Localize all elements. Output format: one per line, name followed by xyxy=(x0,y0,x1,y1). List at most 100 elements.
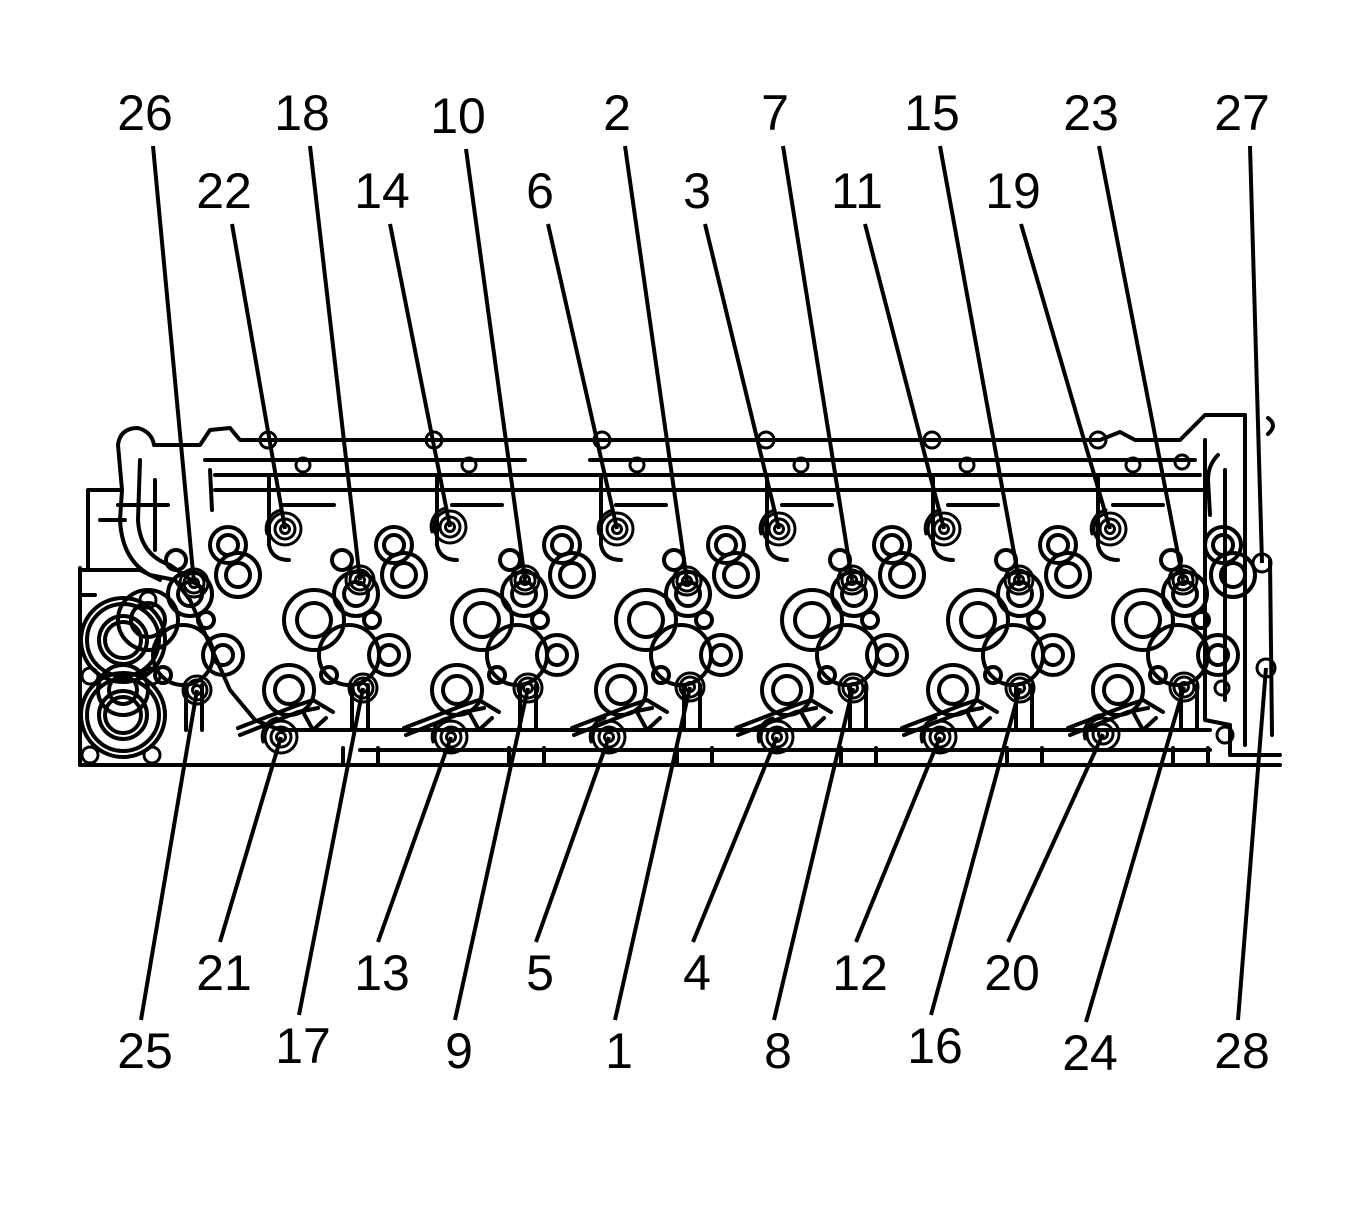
exhaust-port-ring xyxy=(760,663,814,717)
bolt-washer xyxy=(263,719,299,755)
bolt-center xyxy=(357,682,369,694)
deck-rib xyxy=(839,746,878,767)
bolt-washer xyxy=(1003,564,1035,596)
port-divider xyxy=(765,473,789,562)
leader-line-11 xyxy=(863,223,946,530)
bolt xyxy=(429,506,468,545)
bolt-head xyxy=(1171,568,1195,592)
sequence-label-19: 19 xyxy=(985,163,1041,219)
deck-rib xyxy=(1005,746,1044,767)
coolant-passage xyxy=(367,633,411,677)
edge-bolt xyxy=(1251,552,1273,574)
valve-bore xyxy=(1054,561,1082,589)
valve-bore xyxy=(558,561,586,589)
intake-port xyxy=(627,601,665,639)
deck-rib xyxy=(341,746,380,767)
pulley-outer xyxy=(79,596,167,684)
sequence-label-5: 5 xyxy=(526,945,554,1001)
bolt xyxy=(181,674,213,706)
bolt-center xyxy=(354,574,366,586)
bolt-head xyxy=(840,568,864,592)
bolt-head xyxy=(185,678,209,702)
small-hole xyxy=(362,610,382,630)
intake-port xyxy=(959,601,997,639)
exhaust-port-ring xyxy=(1091,663,1145,717)
flange-hole xyxy=(958,456,976,474)
bolt-arc xyxy=(596,508,615,536)
cam-bore xyxy=(542,525,582,565)
sequence-label-28: 28 xyxy=(1214,1023,1270,1079)
coolant-passage-inner xyxy=(875,643,899,667)
exhaust-port-ring xyxy=(926,663,980,717)
coolant-passage xyxy=(699,633,743,677)
sequence-label-15: 15 xyxy=(904,85,960,141)
bolt xyxy=(923,508,962,547)
port-divider xyxy=(267,473,291,562)
bolt-center xyxy=(275,731,287,743)
bolt-center xyxy=(445,731,457,743)
bolt-washer xyxy=(1168,671,1200,703)
bolt-washer xyxy=(759,719,795,755)
bolt-arc xyxy=(758,508,777,536)
bolt xyxy=(509,564,541,596)
port-divider xyxy=(599,473,623,562)
bolt-washer xyxy=(181,674,213,706)
sequence-label-13: 13 xyxy=(354,945,410,1001)
coolant-passage-inner xyxy=(211,643,235,667)
coolant-passage xyxy=(535,633,579,677)
bolt-washer xyxy=(178,567,210,599)
coolant-passage-inner xyxy=(1041,643,1065,667)
oil-hole xyxy=(498,548,522,572)
bolt-head xyxy=(182,571,206,595)
bolt-head xyxy=(767,517,791,541)
bolt xyxy=(178,567,210,599)
rocker-tip xyxy=(1131,710,1158,732)
exhaust-port-ring xyxy=(430,663,484,717)
bolt-head xyxy=(675,569,699,593)
intake-port-ring xyxy=(1111,588,1175,652)
bolt-head xyxy=(348,568,372,592)
cam-bore-inner xyxy=(216,533,240,557)
bolt-head xyxy=(1098,517,1122,541)
coolant-passage-inner xyxy=(545,643,569,667)
valve-seat xyxy=(548,551,596,599)
bolt-head xyxy=(605,517,629,541)
intake-port-ring xyxy=(282,588,346,652)
bolt-center xyxy=(1097,728,1109,740)
bolt-center xyxy=(603,731,615,743)
intake-port-ring xyxy=(116,588,180,652)
small-hole xyxy=(694,610,714,630)
bolt-arc xyxy=(1082,713,1101,741)
pulley-outer-ring xyxy=(85,677,161,753)
bolt-washer xyxy=(674,671,706,703)
oil-hole xyxy=(983,665,1003,685)
bracket-hole xyxy=(80,745,100,765)
bolt-arc xyxy=(923,508,942,536)
sequence-label-11: 11 xyxy=(831,163,883,219)
bolt-head xyxy=(678,675,702,699)
deck-rib xyxy=(1171,746,1210,767)
bolt xyxy=(430,716,469,755)
intake-port xyxy=(463,601,501,639)
intake-port-ring xyxy=(450,588,514,652)
valve-bore xyxy=(1219,561,1247,589)
small-hole xyxy=(196,610,216,630)
cam-bore xyxy=(872,525,912,565)
small-hole xyxy=(530,610,550,630)
bolt xyxy=(837,672,869,704)
bolt-head xyxy=(273,517,297,541)
bolt xyxy=(264,508,303,547)
leader-line-28 xyxy=(1236,667,1268,1021)
intake-port xyxy=(1124,601,1162,639)
sequence-label-6: 6 xyxy=(526,163,554,219)
bolt xyxy=(344,564,376,596)
left-bracket-ribs xyxy=(78,518,127,597)
oil-hole xyxy=(487,665,507,685)
flange-hole xyxy=(628,456,646,474)
leader-line-9 xyxy=(453,687,530,1021)
bolt-center xyxy=(681,575,693,587)
bolt-washer xyxy=(671,565,703,597)
bolt-arc xyxy=(919,716,938,744)
